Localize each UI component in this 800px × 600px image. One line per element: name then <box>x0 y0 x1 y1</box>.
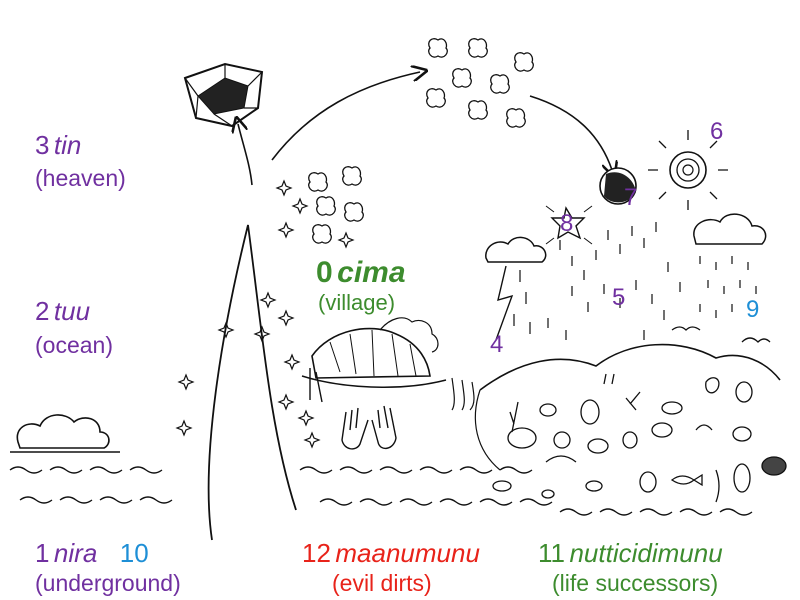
maanumunu-word: maanumunu <box>335 538 480 568</box>
hands-icon <box>341 405 397 450</box>
hills <box>474 343 781 471</box>
arrow-to-heaven <box>238 124 253 186</box>
rain-cloud-right <box>693 213 767 318</box>
label-nutticidimunu: 11 nutticidimunu <box>538 540 723 566</box>
sun-icon <box>648 130 728 210</box>
label-tin: 3 tin <box>35 132 81 158</box>
village-hut-icon <box>301 317 447 403</box>
nira-word: nira <box>53 538 98 568</box>
rising-sparkles <box>176 292 320 448</box>
nira-alt-number: 10 <box>119 538 149 568</box>
heaven-gate-icon <box>183 62 264 128</box>
marker-4: 4 <box>490 331 504 358</box>
tin-gloss: (heaven) <box>35 165 126 191</box>
rain-streaks <box>547 222 681 340</box>
cima-gloss: (village) <box>318 290 396 315</box>
cima-number: 0 <box>316 256 333 289</box>
label-nira: 1 nira 10 <box>35 540 149 566</box>
marker-7: 7 <box>624 184 638 211</box>
life-creatures <box>492 373 787 503</box>
wave-lines <box>9 466 753 516</box>
tuu-number: 2 <box>35 296 50 326</box>
moon-icon <box>599 167 637 205</box>
label-tuu: 2 tuu <box>35 298 90 324</box>
tuu-word: tuu <box>53 296 91 326</box>
nira-number: 1 <box>35 538 50 568</box>
tin-number: 3 <box>35 130 50 160</box>
flower-cluster <box>426 38 534 128</box>
marker-6: 6 <box>710 118 724 145</box>
label-cima: 0 cima <box>316 258 406 288</box>
soul-cluster <box>276 166 364 248</box>
maanumunu-number: 12 <box>302 538 331 568</box>
marker-5: 5 <box>612 284 626 311</box>
nira-gloss: (underground) <box>35 570 181 596</box>
arc-arrow-to-sky <box>529 95 612 170</box>
star-icon <box>545 205 593 245</box>
tuu-gloss: (ocean) <box>35 332 113 358</box>
footprints-icon <box>451 377 475 411</box>
rain-cloud-left <box>485 236 547 341</box>
tin-word: tin <box>53 130 82 160</box>
ocean-cloud <box>10 414 120 453</box>
bird-icons <box>671 326 771 343</box>
label-maanumunu: 12 maanumunu <box>302 540 480 566</box>
marker-8: 8 <box>560 210 574 237</box>
rising-path <box>207 224 297 541</box>
nutticidimunu-number: 11 <box>538 538 565 568</box>
maanumunu-gloss: (evil dirts) <box>332 570 432 596</box>
cima-word: cima <box>337 256 406 289</box>
arc-arrow-to-clouds <box>271 72 420 161</box>
marker-9: 9 <box>746 296 760 323</box>
nutticidimunu-word: nutticidimunu <box>569 538 723 568</box>
nutticidimunu-gloss: (life successors) <box>552 570 719 596</box>
